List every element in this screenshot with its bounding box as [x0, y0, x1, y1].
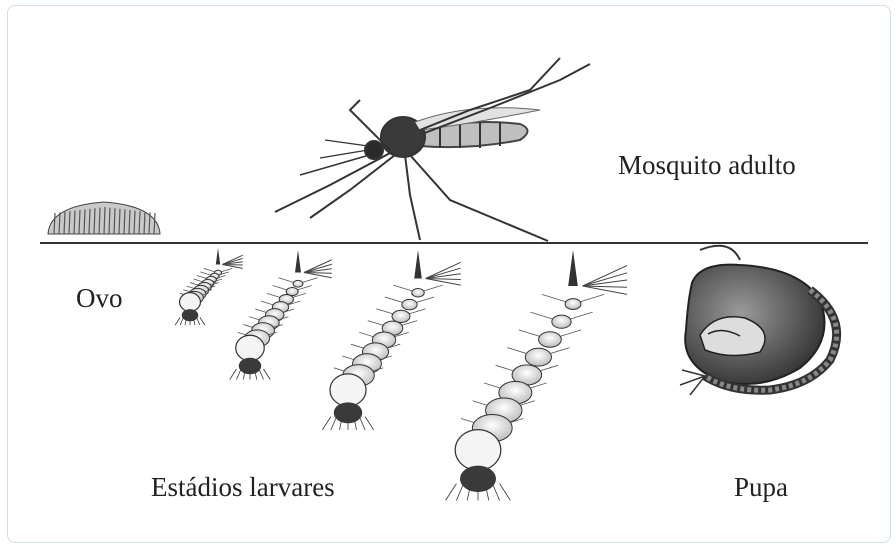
label-pupa: Pupa: [734, 472, 788, 503]
label-larval-stages: Estádios larvares: [151, 472, 335, 503]
larva-icon: [322, 250, 460, 430]
larva-icon: [230, 250, 332, 380]
label-egg: Ovo: [76, 283, 123, 314]
larva-icon: [175, 248, 243, 325]
adult-mosquito-icon: [275, 58, 590, 241]
larva-icon: [446, 250, 627, 500]
label-adult-mosquito: Mosquito adulto: [618, 150, 796, 181]
pupa-icon: [680, 246, 837, 395]
egg-raft-icon: [48, 202, 160, 234]
